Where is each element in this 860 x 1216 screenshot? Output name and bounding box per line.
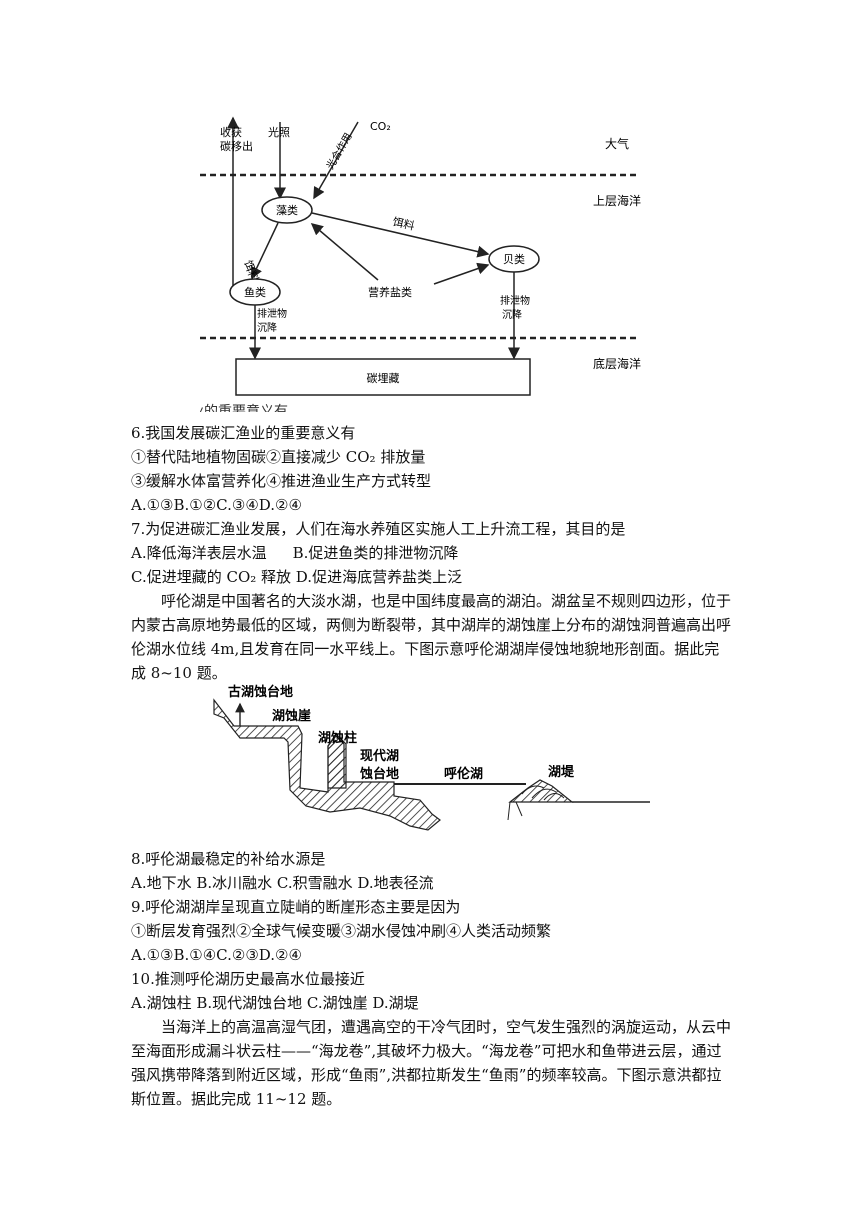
- shellfish-settle-label: 沉降: [502, 308, 522, 321]
- shellfish-label: 贝类: [503, 252, 525, 266]
- feed-arrow-left: [251, 222, 279, 280]
- ancient-platform-label: 古湖蚀台地: [228, 684, 293, 700]
- cliff-label: 湖蚀崖: [272, 708, 311, 724]
- feed-arrow-right: [311, 212, 490, 258]
- photosynthesis-arrow: [313, 121, 359, 200]
- algae-label: 藻类: [276, 203, 298, 217]
- lake-shore-profile-diagram: 古湖蚀台地 湖蚀崖 湖蚀柱 现代湖 蚀台地 呼伦湖 湖堤: [213, 684, 650, 831]
- ground-profile: [213, 698, 441, 831]
- feed-label-right: 饵料: [391, 214, 416, 233]
- modern-platform-label-1: 现代湖: [360, 748, 399, 764]
- fish-settle-label: 沉降: [257, 321, 277, 334]
- modern-platform-label-2: 蚀台地: [359, 766, 399, 782]
- q9-stem: 9.呼伦湖湖岸呈现直立陡峭的断崖形态主要是因为: [131, 898, 461, 916]
- carbon-burial-box: [235, 358, 531, 396]
- pillar-label: 湖蚀柱: [318, 730, 357, 746]
- q7-stem: 7.为促进碳汇渔业发展，人们在海水养殖区实施人工上升流工程，其目的是: [131, 520, 626, 538]
- lake-label: 呼伦湖: [444, 766, 483, 782]
- algae-node: [261, 196, 313, 224]
- levee-label: 湖堤: [548, 764, 575, 780]
- q6-options: A.①③B.①②C.③④D.②④: [131, 496, 302, 514]
- q8-stem: 8.呼伦湖最稳定的补给水源是: [131, 850, 326, 868]
- q7-option-b: B.促进鱼类的排泄物沉降: [292, 544, 459, 562]
- co2-label: CO₂: [370, 120, 391, 133]
- q7-options-ab: A.降低海洋表层水温 B.促进鱼类的排泄物沉降: [131, 543, 458, 563]
- nutrients-to-shellfish-arrow: [433, 262, 490, 285]
- upper-ocean-label: 上层海洋: [593, 193, 641, 208]
- levee-base: [507, 801, 523, 821]
- waterspout-passage: 当海洋上的高温高湿气团，遭遇高空的干冷气团时，空气发生强烈的涡旋运动，从云中至海…: [131, 1018, 732, 1108]
- q10-options: A.湖蚀柱 B.现代湖蚀台地 C.湖蚀崖 D.湖堤: [131, 994, 419, 1012]
- nutrients-to-algae-arrow: [310, 223, 379, 281]
- bottom-ocean-label: 底层海洋: [593, 356, 641, 371]
- q6-choices-2: ③缓解水体富营养化④推进渔业生产方式转型: [131, 472, 432, 490]
- atmosphere-label: 大气: [605, 136, 629, 151]
- fish-excreta-label: 排泄物: [257, 307, 287, 320]
- caption-fragment: 渔业的重要意义有: [200, 403, 288, 412]
- q9-options: A.①③B.①④C.②③D.②④: [131, 946, 302, 964]
- q8-options: A.地下水 B.冰川融水 C.积雪融水 D.地表径流: [131, 874, 434, 892]
- q6-choices-1: ①替代陆地植物固碳②直接减少 CO₂ 排放量: [131, 448, 426, 466]
- nutrients-label: 营养盐类: [368, 285, 412, 299]
- carbon-cycle-diagram: 收获 碳移出 光照 CO₂ 光合作用 大气 上层海洋 藻类 饵料 贝类 饵料 鱼…: [200, 116, 641, 412]
- q7-options-cd: C.促进埋藏的 CO₂ 释放 D.促进海底营养盐类上泛: [131, 568, 463, 586]
- photosynthesis-label: 光合作用: [323, 130, 354, 171]
- fish-label: 鱼类: [244, 285, 266, 299]
- q9-choices: ①断层发育强烈②全球气候变暖③湖水侵蚀冲刷④人类活动频繁: [131, 922, 552, 940]
- q6-stem: 6.我国发展碳汇渔业的重要意义有: [131, 424, 356, 442]
- shellfish-excreta-label: 排泄物: [500, 294, 530, 307]
- levee-layers: [521, 785, 565, 801]
- q10-stem: 10.推测呼伦湖历史最高水位最接近: [131, 970, 365, 988]
- hulun-lake-passage: 呼伦湖是中国著名的大淡水湖，也是中国纬度最高的湖泊。湖盆呈不规则四边形，位于内蒙…: [131, 592, 732, 682]
- q7-option-a: A.降低海洋表层水温: [131, 544, 267, 562]
- erosion-pillar: [327, 733, 347, 789]
- carbon-burial-label: 碳埋藏: [367, 371, 400, 385]
- harvest-label: 收获: [220, 125, 242, 139]
- carbon-removal-label: 碳移出: [220, 139, 253, 153]
- light-label: 光照: [268, 125, 290, 139]
